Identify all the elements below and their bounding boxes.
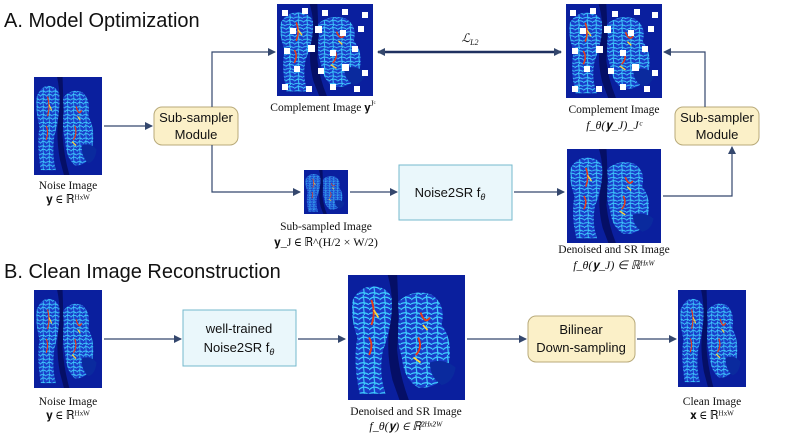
svg-text:Down-sampling: Down-sampling	[536, 340, 626, 355]
sub-sampled-caption: Sub-sampled Image	[280, 221, 372, 233]
svg-text:well-trained: well-trained	[205, 321, 272, 336]
noise-image-b-caption: Noise Image	[39, 396, 97, 408]
well-trained-noise2sr-box: well-trained Noise2SR fθ	[182, 309, 297, 367]
noise-image-a	[34, 77, 102, 175]
denoised-sr-image-a	[567, 149, 661, 243]
sub-sampler-module-right: Sub-sampler Module	[674, 106, 760, 146]
loss-label: ℒL2	[461, 31, 478, 47]
svg-text:Module: Module	[696, 127, 739, 142]
complement-left-caption: Complement Image 𝐲Jᶜ	[270, 99, 375, 114]
denoised-a-caption: Denoised and SR Image	[558, 244, 669, 256]
noise-image-b	[34, 290, 102, 388]
section-b-title: B. Clean Image Reconstruction	[4, 261, 281, 283]
sub-sampler-module-left: Sub-sampler Module	[153, 106, 239, 146]
svg-text:Noise2SR fθ: Noise2SR fθ	[415, 185, 486, 202]
sub-sampled-image	[304, 170, 348, 214]
svg-text:Bilinear: Bilinear	[559, 322, 603, 337]
complement-image-left	[277, 4, 373, 96]
complement-image-right	[566, 4, 662, 98]
denoised-b-caption: Denoised and SR Image	[350, 406, 461, 418]
arrow-sampler-to-complement-right	[663, 48, 706, 107]
denoised-a-math: f_θ(𝐲_J) ∈ ℝᴴˣᵂ	[573, 258, 656, 272]
clean-image-caption: Clean Image	[683, 396, 741, 408]
complement-right-caption: Complement Image	[568, 104, 659, 116]
section-a-title: A. Model Optimization	[4, 10, 200, 32]
noise-image-a-caption: Noise Image	[39, 180, 97, 192]
arrow-sampler-to-subsampled	[211, 145, 301, 196]
arrow-sampler-to-complement	[211, 48, 276, 107]
noise-image-a-math: 𝐲 ∈ ℝᴴˣᵂ	[46, 192, 90, 206]
mask-squares-left	[282, 8, 368, 92]
denoised-b-math: f_θ(𝐲) ∈ ℝ²ᴴˣ²ᵂ	[369, 419, 443, 433]
bilinear-downsampling-box: Bilinear Down-sampling	[527, 315, 636, 363]
arrow-denoised-to-sampler	[663, 146, 736, 197]
clean-image	[678, 290, 746, 387]
mask-squares-right	[570, 8, 658, 92]
svg-text:Module: Module	[175, 127, 218, 142]
denoised-sr-image-b	[348, 275, 465, 400]
sub-sampled-math: 𝐲_J ∈ ℝ^(H/2 × W/2)	[274, 235, 378, 249]
clean-image-math: 𝐱 ∈ ℝᴴˣᵂ	[690, 408, 734, 422]
noise-image-b-math: 𝐲 ∈ ℝᴴˣᵂ	[46, 408, 90, 422]
noise2sr-box: Noise2SR fθ	[398, 164, 513, 221]
svg-text:Noise2SR fθ: Noise2SR fθ	[204, 340, 275, 357]
svg-text:Sub-sampler: Sub-sampler	[159, 110, 233, 125]
svg-text:Sub-sampler: Sub-sampler	[680, 110, 754, 125]
complement-right-math: f_θ(𝐲_J)_Jᶜ	[586, 118, 642, 132]
